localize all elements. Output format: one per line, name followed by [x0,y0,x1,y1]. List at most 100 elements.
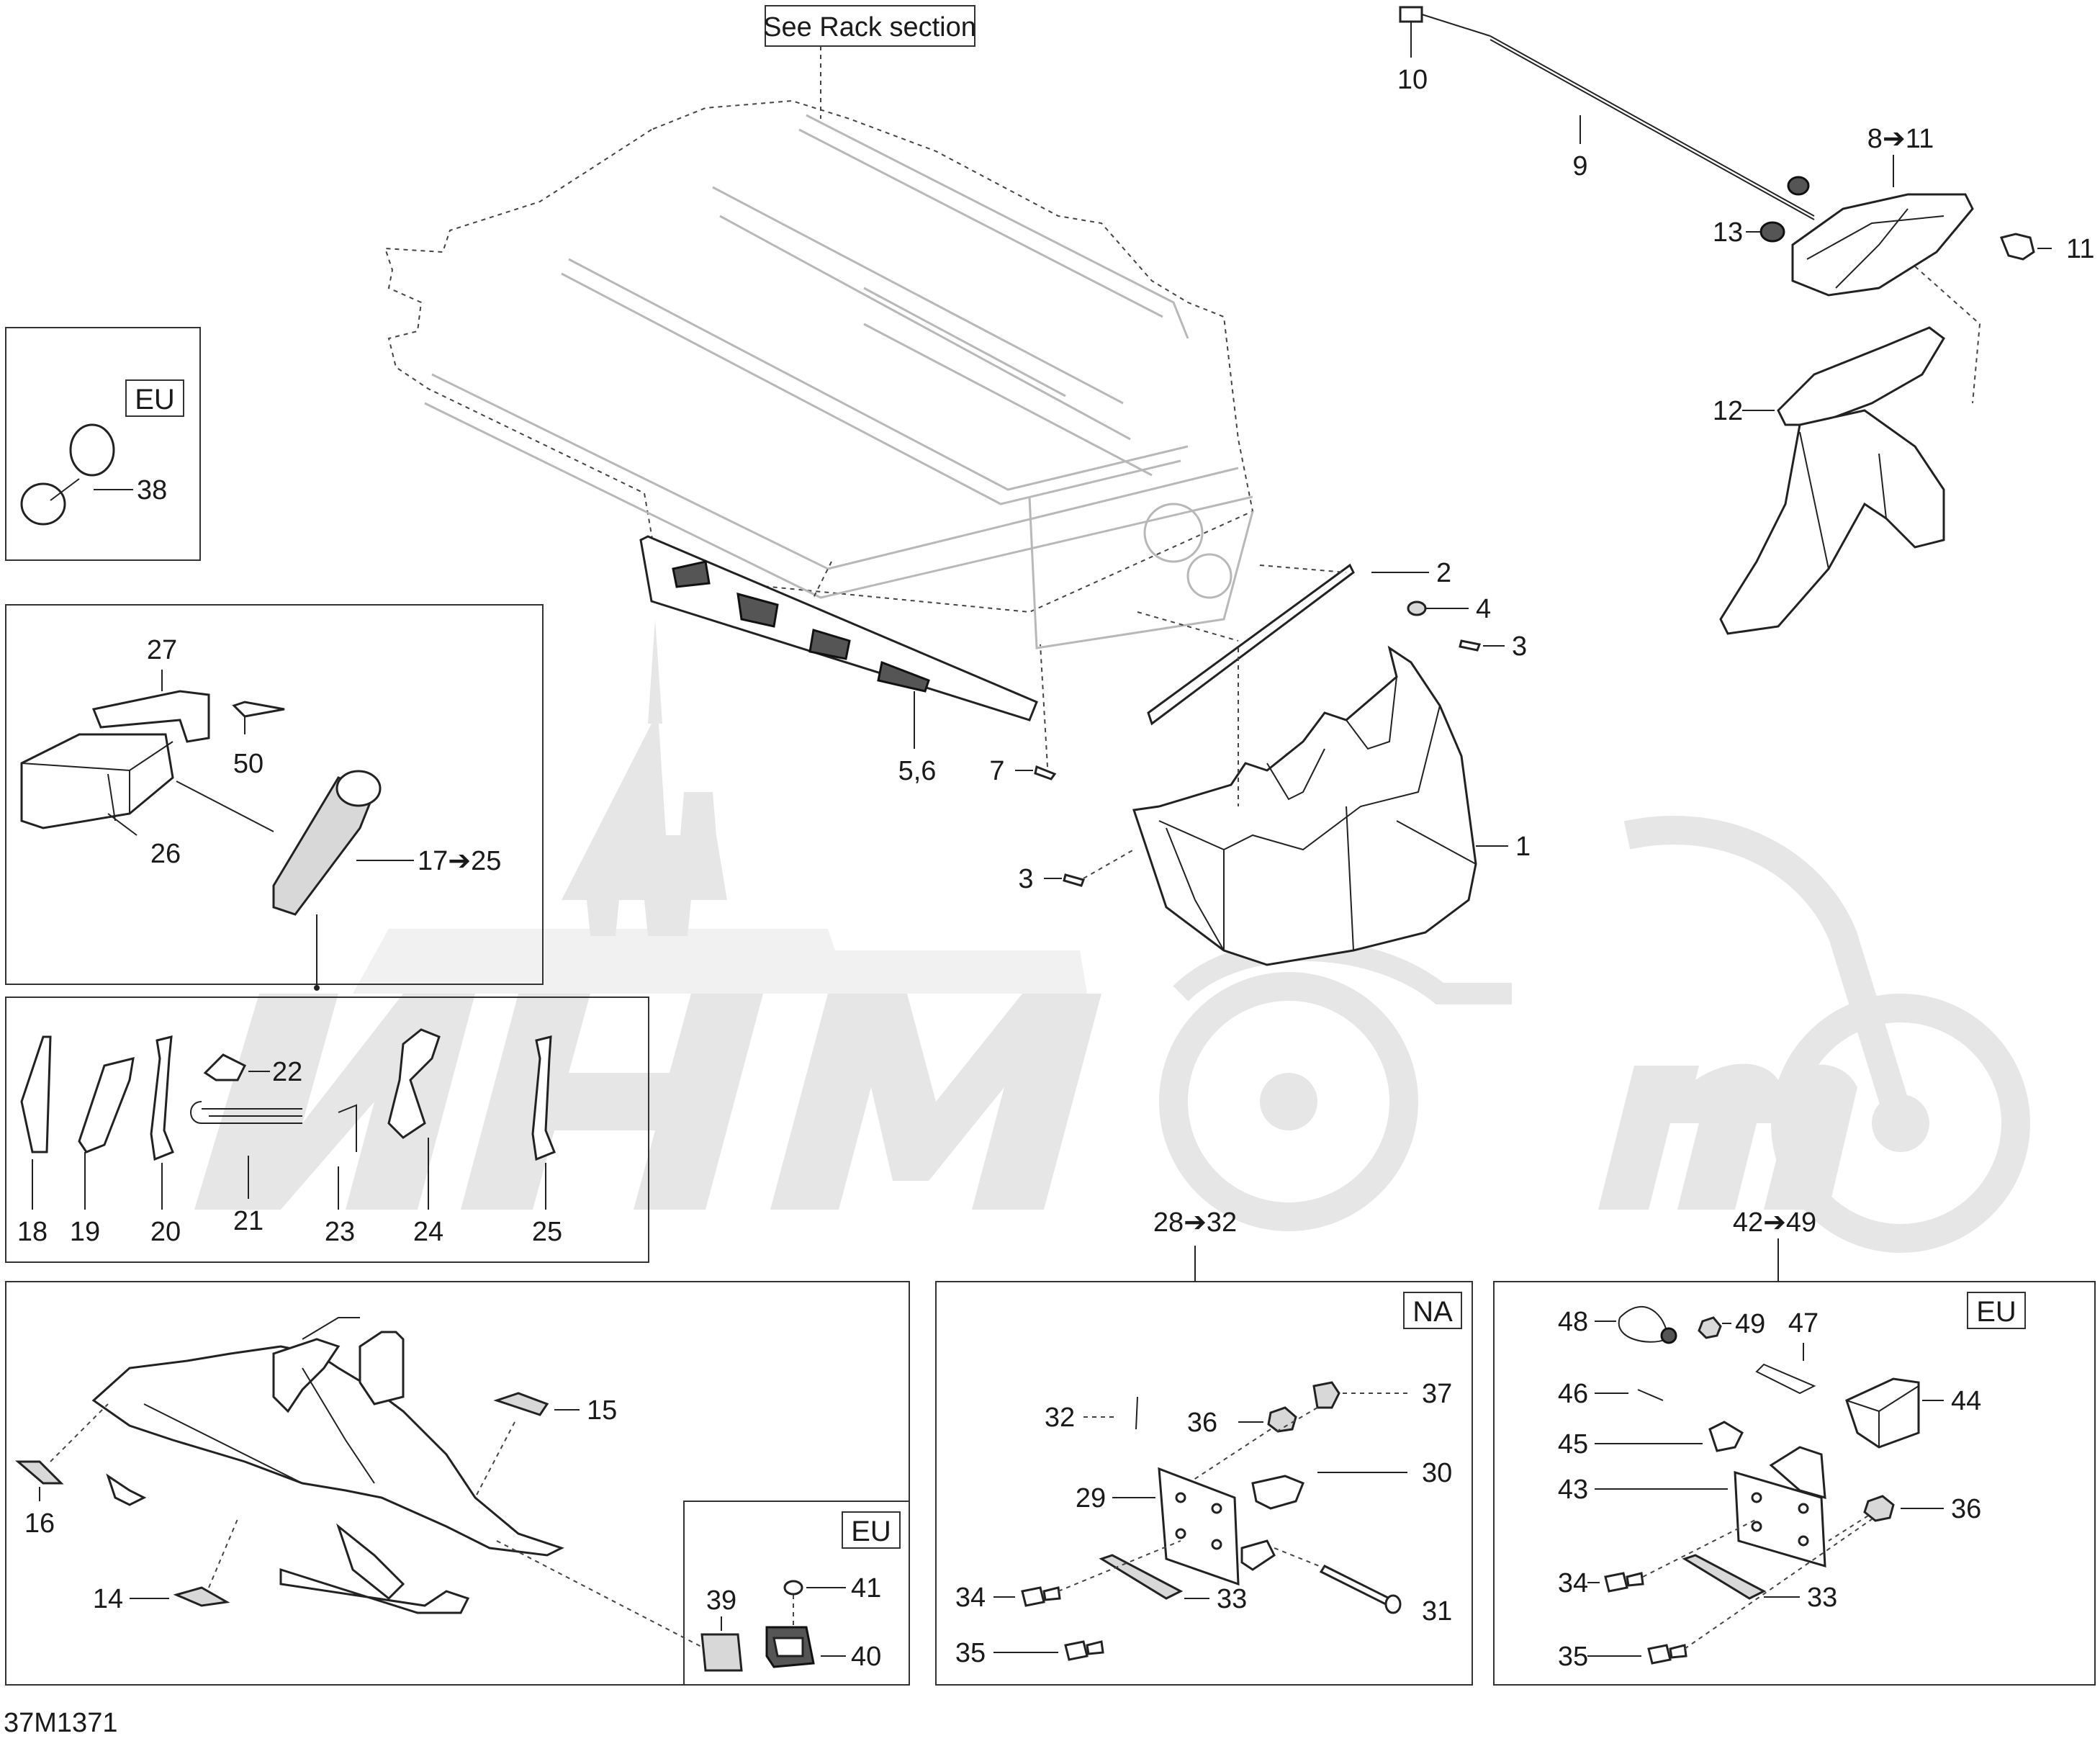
part-housing-12: 12 [1713,266,1981,635]
callout-14: 14 [93,1584,123,1614]
part-snowflap: 1 [1132,645,1531,966]
part-nut-49: 49 [1698,1309,1765,1339]
part-bulb-11: 11 [1999,233,2094,264]
part-spacer-37: 37 [1274,1379,1452,1434]
part-cover-44: 44 [1845,1377,1981,1449]
callout-31: 31 [1422,1596,1452,1627]
part-nut-36-na: 36 [1166,1406,1297,1498]
callout-39: 39 [706,1585,736,1616]
part-lanyard-48: 48 [1558,1306,1677,1344]
callout-46: 46 [1558,1379,1588,1409]
part-bolt-34-na: 34 [955,1540,1181,1613]
part-rivet-50: 50 [232,701,285,779]
callout-50: 50 [233,749,263,779]
callout-16: 16 [24,1508,55,1539]
callout-9: 9 [1572,151,1587,181]
part-washer-4: 4 [1407,594,1491,624]
callout-33-na: 33 [1217,1584,1247,1614]
part-strap-27: 27 [91,635,210,743]
part-nut-36-eu: 36 [1828,1494,1981,1542]
callout-1: 1 [1515,832,1531,862]
part-plate-43: 43 [1558,1446,1826,1568]
callout-30: 30 [1422,1458,1452,1488]
panel-tool-bag: 27 50 26 17➔25 [5,604,544,991]
callout-3-top: 3 [1512,631,1527,662]
tag-na-bracket: NA [1412,1296,1453,1328]
part-bolt-31: 31 [1274,1547,1452,1627]
part-pin-32: 32 [1045,1396,1138,1433]
callout-32: 32 [1045,1403,1075,1433]
callout-42-49: 42➔49 [1733,1207,1816,1238]
part-reflector-39: 39 [700,1585,743,1672]
part-reflector-15: 15 [474,1392,617,1498]
callout-34-eu: 34 [1558,1568,1588,1598]
part-wrench-25: 25 [531,1035,562,1247]
part-clip-47: 47 [1755,1308,1819,1395]
callout-8-11: 8➔11 [1867,124,1934,154]
part-strip-2: 2 [1137,558,1451,806]
part-clip-22: 22 [203,1053,302,1087]
rack-ghost: See Rack section [384,5,1254,649]
part-reflector-33-na: 33 [1099,1554,1247,1614]
callout-12: 12 [1713,396,1743,426]
part-bolt-35-eu: 35 [1558,1519,1873,1672]
part-connector-10: 10 [1397,6,1491,95]
part-tool-18: 18 [17,1035,52,1247]
part-tool-tube-17-25: 17➔25 [272,770,501,991]
panel-eu-bracket: EU 42➔49 48 49 47 44 [1493,1207,2096,1686]
panel-eu-reflectors: EU 39 40 41 [496,1501,910,1686]
part-latch-45: 45 [1558,1421,1744,1459]
part-reflector-16: 16 [14,1403,109,1539]
callout-5-6: 5,6 [898,756,937,786]
snowmobile-outline [91,1317,564,1614]
callout-45: 45 [1558,1429,1588,1459]
callout-28-32: 28➔32 [1153,1207,1237,1238]
rack-reference-box [765,5,975,47]
drawing-number: 37M1371 [4,1708,117,1738]
callout-33-eu: 33 [1807,1583,1837,1613]
watermark [194,619,2030,1253]
callout-15: 15 [587,1395,617,1426]
callout-3-side: 3 [1018,864,1033,894]
callout-36-eu: 36 [1951,1494,1981,1524]
callout-23: 23 [325,1217,355,1247]
tag-eu-reflectors: EU [851,1516,891,1547]
part-reflector-14: 14 [93,1519,238,1614]
panel-na-bracket: NA 28➔32 32 36 37 29 [935,1207,1473,1686]
part-bolt-35-na: 35 [955,1638,1104,1668]
part-taillight: 8➔11 13 [1713,124,1974,297]
part-pin-46: 46 [1558,1379,1664,1409]
part-plate-29: 29 [1076,1467,1240,1586]
callout-20: 20 [150,1217,181,1247]
part-bracket-30: 30 [1240,1458,1452,1571]
panel-eu-mirror: EU 38 [5,327,201,561]
callout-24: 24 [413,1217,443,1247]
callout-41: 41 [851,1573,881,1603]
part-screw-3-side: 3 [1018,849,1135,894]
callout-7: 7 [989,756,1004,786]
callout-29: 29 [1076,1483,1106,1513]
part-holder-40: 40 [765,1626,881,1672]
callout-11: 11 [2066,234,2094,264]
callout-43: 43 [1558,1475,1588,1505]
callout-26: 26 [150,839,181,869]
callout-35-eu: 35 [1558,1642,1588,1672]
part-wrench-20: 20 [150,1035,181,1247]
callout-13: 13 [1713,217,1743,248]
callout-48: 48 [1558,1307,1588,1337]
panel-reflectors: 15 16 14 EU 39 [5,1281,910,1686]
callout-35-na: 35 [955,1638,986,1668]
callout-18: 18 [17,1217,48,1247]
part-tool-19: 19 [70,1056,135,1247]
callout-25: 25 [532,1217,562,1247]
callout-36-na: 36 [1187,1408,1217,1438]
tag-eu-mirror: EU [135,384,175,415]
callout-4: 4 [1476,594,1491,624]
part-rail-guard: 5,6 [639,535,1038,786]
part-bolt-34-eu: 34 [1558,1519,1757,1598]
callout-21: 21 [233,1206,263,1236]
panel-tools: 18 19 20 21 22 23 [5,997,649,1263]
callout-47: 47 [1788,1308,1819,1339]
rack-reference-note: See Rack section [763,12,976,42]
